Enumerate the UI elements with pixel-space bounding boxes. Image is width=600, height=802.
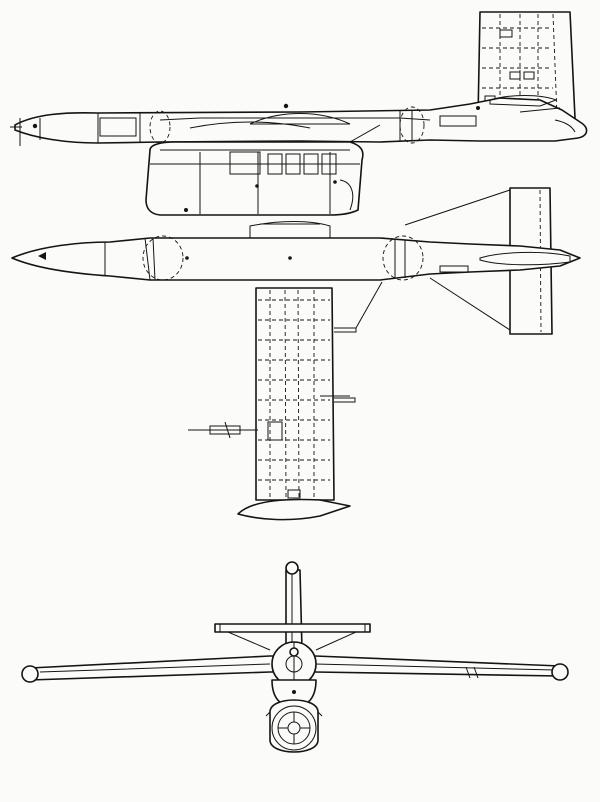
- side-fuselage: [10, 95, 588, 146]
- top-wing: [188, 281, 383, 521]
- front-fuselage: [265, 641, 323, 753]
- front-horizontal-tail: [214, 623, 371, 651]
- front-view: [21, 561, 569, 753]
- side-view: [10, 11, 588, 216]
- top-view: [11, 187, 581, 521]
- top-fuselage: [11, 221, 581, 281]
- front-fin: [285, 561, 303, 651]
- side-booster-tank: [145, 124, 381, 216]
